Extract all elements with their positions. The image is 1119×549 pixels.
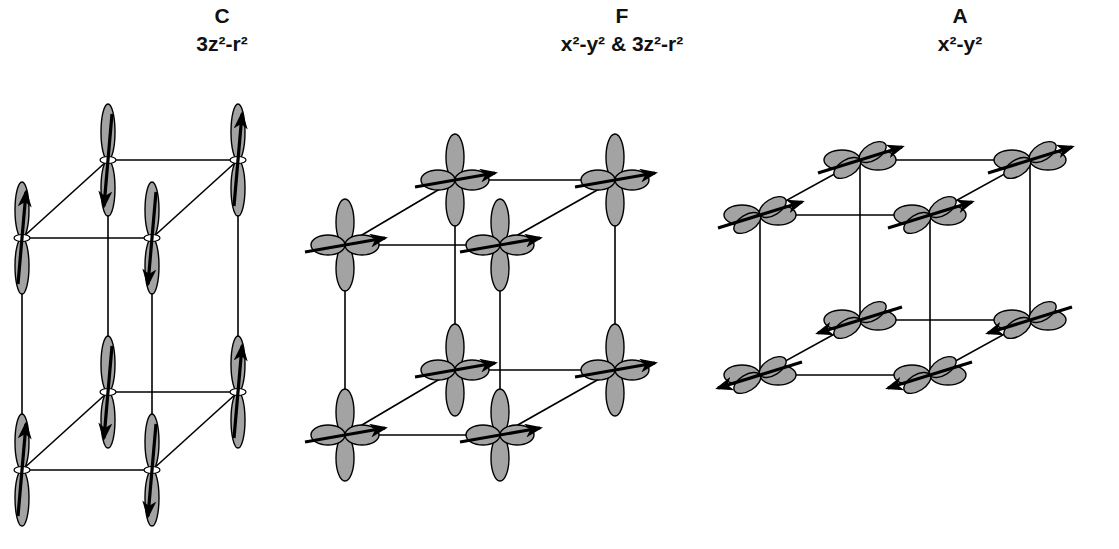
orbital-site bbox=[100, 104, 116, 216]
orbital-site bbox=[14, 182, 30, 294]
spin-arrow bbox=[104, 346, 112, 438]
spin-arrow bbox=[460, 428, 540, 442]
spin-arrow bbox=[718, 202, 802, 228]
spin-arrow bbox=[415, 173, 495, 187]
lattice-edge bbox=[108, 159, 238, 161]
spin-arrow bbox=[18, 424, 26, 516]
orbital-site bbox=[888, 192, 972, 237]
lattice-edge bbox=[22, 469, 152, 471]
lattice-lines bbox=[22, 160, 1030, 470]
spin-arrow bbox=[988, 147, 1072, 173]
lattice-edge bbox=[22, 392, 108, 470]
spin-arrow bbox=[305, 428, 385, 442]
spin-arrow bbox=[234, 114, 242, 206]
orbital-site bbox=[718, 352, 802, 397]
spin-arrow bbox=[575, 173, 655, 187]
spin-arrow bbox=[818, 147, 902, 173]
spin-arrow bbox=[415, 363, 495, 377]
spin-arrow bbox=[234, 346, 242, 438]
spin-arrow bbox=[104, 114, 112, 206]
orbital-site bbox=[460, 389, 540, 481]
panel-letter: A bbox=[952, 4, 967, 28]
spin-arrow bbox=[718, 362, 802, 388]
orbital-site bbox=[575, 134, 655, 226]
spin-arrow bbox=[305, 238, 385, 252]
orbital-sites bbox=[14, 104, 1072, 526]
orbital-site bbox=[988, 297, 1072, 342]
orbital-site bbox=[14, 414, 30, 526]
orbital-site bbox=[100, 336, 116, 448]
spin-arrow bbox=[575, 363, 655, 377]
orbital-site bbox=[230, 104, 246, 216]
spin-arrow bbox=[18, 192, 26, 284]
orbital-site bbox=[818, 137, 902, 182]
orbital-site bbox=[718, 192, 802, 237]
orbital-label: x²-y² & 3z²-r² bbox=[561, 32, 684, 56]
orbital-label: 3z²-r² bbox=[196, 32, 247, 56]
orbital-label: x²-y² bbox=[938, 32, 982, 56]
spin-arrow bbox=[888, 202, 972, 228]
panel-letter: F bbox=[616, 4, 629, 28]
lattice-edge bbox=[108, 391, 238, 393]
orbital-site bbox=[888, 352, 972, 397]
lattice-edge bbox=[152, 392, 238, 470]
orbital-site bbox=[230, 336, 246, 448]
lattice-edge bbox=[22, 237, 152, 239]
lattice-edge bbox=[22, 160, 108, 238]
spin-arrow bbox=[148, 192, 156, 284]
lattice-edge bbox=[929, 215, 931, 375]
orbital-site bbox=[144, 414, 160, 526]
orbital-site bbox=[305, 389, 385, 481]
spin-arrow bbox=[818, 307, 902, 333]
spin-arrow bbox=[460, 238, 540, 252]
orbital-site bbox=[144, 182, 160, 294]
orbital-site bbox=[415, 134, 495, 226]
spin-arrow bbox=[148, 424, 156, 516]
spin-arrow bbox=[988, 307, 1072, 333]
orbital-site bbox=[575, 324, 655, 416]
orbital-site bbox=[415, 324, 495, 416]
lattice-edge bbox=[1029, 160, 1031, 320]
spin-arrow bbox=[888, 362, 972, 388]
orbital-site bbox=[818, 297, 902, 342]
lattice-edge bbox=[152, 160, 238, 238]
orbital-site bbox=[460, 199, 540, 291]
orbital-site bbox=[305, 199, 385, 291]
panel-letter: C bbox=[214, 4, 229, 28]
orbital-site bbox=[988, 137, 1072, 182]
lattice-edge bbox=[859, 160, 861, 320]
lattice-edge bbox=[759, 215, 761, 375]
